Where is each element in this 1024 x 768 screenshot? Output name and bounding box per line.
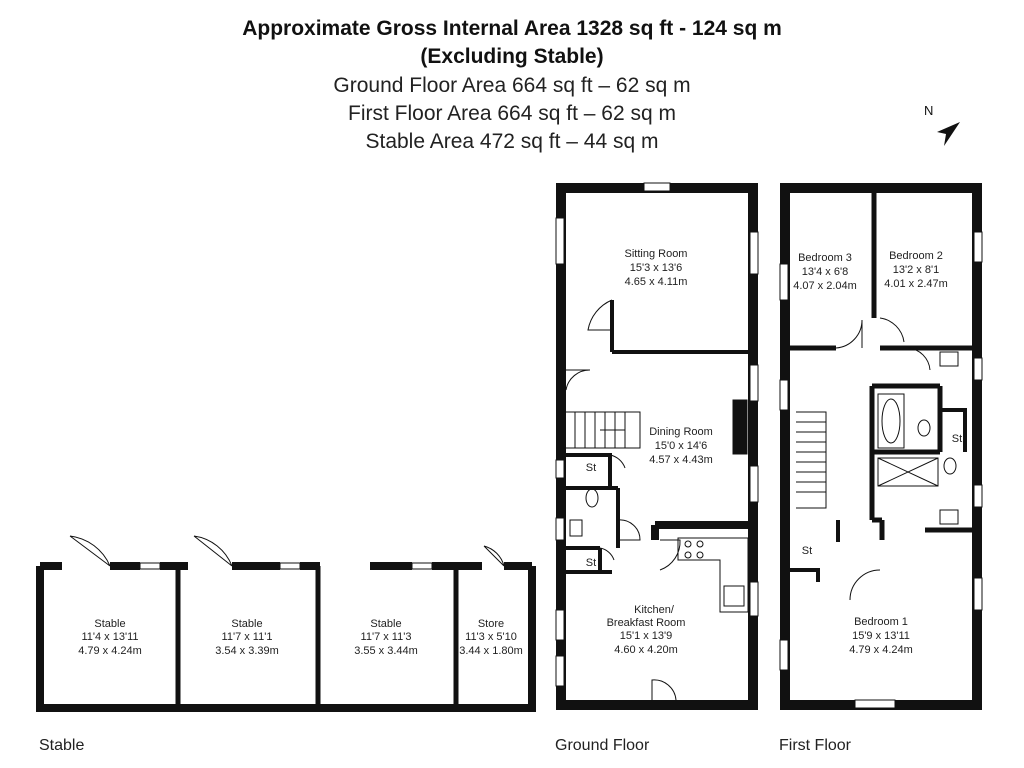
stable-2-metric: 3.54 x 3.39m — [215, 645, 279, 657]
ground-floor-plan — [555, 182, 759, 710]
bedroom-1-imperial: 15'9 x 13'11 — [852, 630, 910, 642]
stable-section-label: Stable — [39, 737, 85, 754]
stable-1-imperial: 11'4 x 13'11 — [81, 631, 138, 643]
compass-label: N — [924, 103, 934, 118]
ground-st-cupboard-2: St — [586, 557, 596, 569]
ground-floor-label: Ground Floor — [555, 737, 650, 754]
kitchen-imperial: 15'1 x 13'9 — [620, 630, 673, 642]
first-st-cupboard-1: St — [802, 545, 812, 557]
bedroom-2-metric: 4.01 x 2.47m — [884, 278, 948, 290]
ground-st-cupboard-1: St — [586, 462, 596, 474]
first-floor-area: First Floor Area 664 sq ft – 62 sq m — [348, 102, 676, 125]
first-floor-label: First Floor — [779, 737, 851, 754]
bedroom-3-imperial: 13'4 x 6'8 — [802, 266, 848, 278]
kitchen-name-line2: Breakfast Room — [607, 617, 686, 629]
dining-room-metric: 4.57 x 4.43m — [649, 454, 713, 466]
stable-2-name: Stable — [231, 618, 262, 630]
north-arrow-icon — [937, 122, 960, 146]
stable-block — [36, 535, 536, 712]
bedroom-3-name: Bedroom 3 — [798, 252, 852, 264]
store-name: Store — [478, 618, 504, 630]
store-imperial: 11'3 x 5'10 — [465, 631, 517, 643]
stable-2-imperial: 11'7 x 11'1 — [222, 631, 273, 643]
sitting-room-imperial: 15'3 x 13'6 — [630, 262, 683, 274]
kitchen-metric: 4.60 x 4.20m — [614, 644, 678, 656]
bedroom-1-name: Bedroom 1 — [854, 616, 908, 628]
bedroom-3-metric: 4.07 x 2.04m — [793, 280, 857, 292]
dining-room-imperial: 15'0 x 14'6 — [655, 440, 708, 452]
dining-room-name: Dining Room — [649, 426, 713, 438]
stable-3-imperial: 11'7 x 11'3 — [361, 631, 412, 643]
plan-subtitle: (Excluding Stable) — [420, 45, 604, 68]
sitting-room-metric: 4.65 x 4.11m — [625, 276, 688, 288]
bedroom-2-imperial: 13'2 x 8'1 — [893, 264, 939, 276]
first-st-cupboard-2: St — [952, 433, 962, 445]
stable-3-metric: 3.55 x 3.44m — [354, 645, 418, 657]
stable-3-name: Stable — [370, 618, 401, 630]
sitting-room-name: Sitting Room — [625, 248, 688, 260]
bedroom-2-name: Bedroom 2 — [889, 250, 943, 262]
store-metric: 3.44 x 1.80m — [459, 645, 523, 657]
kitchen-name-line1: Kitchen/ — [634, 604, 675, 616]
stable-1-metric: 4.79 x 4.24m — [78, 645, 142, 657]
first-floor-plan — [779, 183, 983, 710]
ground-floor-area: Ground Floor Area 664 sq ft – 62 sq m — [333, 74, 691, 97]
plan-title: Approximate Gross Internal Area 1328 sq … — [242, 17, 782, 40]
bedroom-1-metric: 4.79 x 4.24m — [849, 644, 913, 656]
stable-1-name: Stable — [94, 618, 125, 630]
stable-area: Stable Area 472 sq ft – 44 sq m — [365, 130, 659, 153]
